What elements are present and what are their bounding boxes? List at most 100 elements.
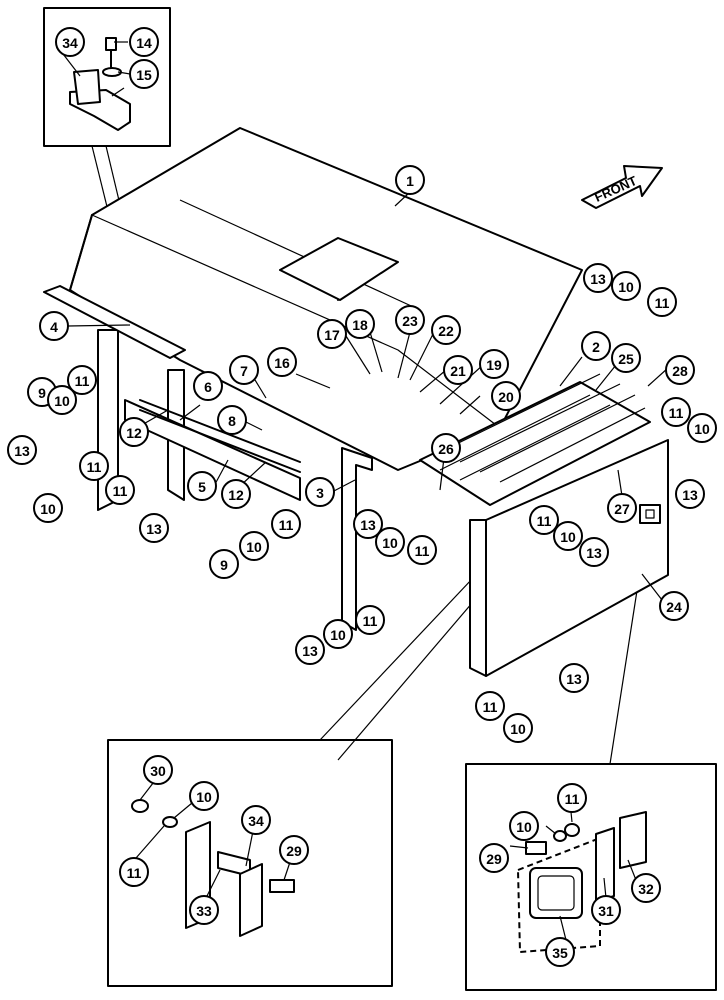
callout-c26: 26 bbox=[431, 433, 461, 463]
callout-label: 25 bbox=[618, 351, 634, 367]
callout-circle bbox=[355, 605, 385, 635]
callout-c10i: 10 bbox=[687, 413, 717, 443]
callout-circle bbox=[143, 755, 173, 785]
callout-label: 10 bbox=[196, 789, 212, 805]
callout-label: 34 bbox=[62, 35, 78, 51]
callout-circle bbox=[139, 513, 169, 543]
callout-label: 12 bbox=[228, 487, 244, 503]
callout-circle bbox=[665, 355, 695, 385]
callout-c9b: 9 bbox=[209, 549, 239, 579]
callout-circle bbox=[395, 305, 425, 335]
callout-c14: 14 bbox=[129, 27, 159, 57]
callout-c11e: 11 bbox=[407, 535, 437, 565]
callout-c19: 19 bbox=[479, 349, 509, 379]
callout-c31: 31 bbox=[591, 895, 621, 925]
callout-label: 21 bbox=[450, 363, 466, 379]
callout-c13f: 13 bbox=[559, 663, 589, 693]
callout-label: 11 bbox=[655, 295, 670, 311]
callout-c16: 16 bbox=[267, 347, 297, 377]
callout-circle bbox=[217, 405, 247, 435]
callout-c7: 7 bbox=[229, 355, 259, 385]
callout-circle bbox=[267, 347, 297, 377]
callout-label: 13 bbox=[590, 271, 606, 287]
callout-circle bbox=[503, 713, 533, 743]
callout-circle bbox=[7, 435, 37, 465]
callout-circle bbox=[557, 783, 587, 813]
callout-circle bbox=[221, 479, 251, 509]
callout-circle bbox=[443, 355, 473, 385]
callout-label: 13 bbox=[682, 487, 698, 503]
callout-c15: 15 bbox=[129, 59, 159, 89]
callout-c29a: 29 bbox=[279, 835, 309, 865]
callout-label: 10 bbox=[510, 721, 526, 737]
callout-c6: 6 bbox=[193, 371, 223, 401]
callout-c11g: 11 bbox=[529, 505, 559, 535]
callout-c10j: 10 bbox=[189, 781, 219, 811]
callout-label: 34 bbox=[248, 813, 264, 829]
callout-c23: 23 bbox=[395, 305, 425, 335]
callout-label: 11 bbox=[565, 791, 580, 807]
callout-label: 5 bbox=[198, 479, 206, 495]
callout-circle bbox=[395, 165, 425, 195]
callout-label: 11 bbox=[87, 459, 102, 475]
radiator-core bbox=[419, 373, 651, 506]
callout-c11k: 11 bbox=[119, 857, 149, 887]
callout-label: 16 bbox=[274, 355, 290, 371]
callout-circle bbox=[479, 349, 509, 379]
callout-circle bbox=[129, 27, 159, 57]
callout-circle bbox=[491, 381, 521, 411]
callout-c10k: 10 bbox=[509, 811, 539, 841]
callout-circle bbox=[105, 475, 135, 505]
callout-circle bbox=[229, 355, 259, 385]
callout-circle bbox=[39, 311, 69, 341]
callout-c30: 30 bbox=[143, 755, 173, 785]
callout-c28: 28 bbox=[665, 355, 695, 385]
callout-circle bbox=[581, 331, 611, 361]
callout-label: 10 bbox=[618, 279, 634, 295]
callout-circle bbox=[579, 537, 609, 567]
callout-c25: 25 bbox=[611, 343, 641, 373]
callout-label: 13 bbox=[302, 643, 318, 659]
callout-c11l: 11 bbox=[557, 783, 587, 813]
callout-label: 10 bbox=[54, 393, 70, 409]
callout-circle bbox=[323, 619, 353, 649]
callout-label: 10 bbox=[694, 421, 710, 437]
callout-label: 28 bbox=[672, 363, 688, 379]
callout-c11i: 11 bbox=[647, 287, 677, 317]
callout-label: 1 bbox=[406, 173, 414, 189]
callout-circle bbox=[129, 59, 159, 89]
callout-c22: 22 bbox=[431, 315, 461, 345]
callout-circle bbox=[545, 937, 575, 967]
callout-c10e: 10 bbox=[323, 619, 353, 649]
front-arrow: FRONT bbox=[581, 165, 663, 209]
callout-label: 11 bbox=[113, 483, 128, 499]
callout-label: 12 bbox=[126, 425, 142, 441]
callout-circle bbox=[431, 315, 461, 345]
callout-circle bbox=[353, 509, 383, 539]
callout-c27: 27 bbox=[607, 493, 637, 523]
callout-circle bbox=[647, 287, 677, 317]
callout-circle bbox=[479, 843, 509, 873]
callout-c21: 21 bbox=[443, 355, 473, 385]
callout-label: 13 bbox=[360, 517, 376, 533]
callout-label: 15 bbox=[136, 67, 152, 83]
callout-label: 10 bbox=[330, 627, 346, 643]
callout-circle bbox=[241, 805, 271, 835]
callout-c10h: 10 bbox=[611, 271, 641, 301]
callout-c17: 17 bbox=[317, 319, 347, 349]
callout-label: 11 bbox=[669, 405, 684, 421]
callout-label: 13 bbox=[14, 443, 30, 459]
callout-label: 32 bbox=[638, 881, 654, 897]
callout-label: 14 bbox=[136, 35, 152, 51]
callout-c11h: 11 bbox=[475, 691, 505, 721]
callout-circle bbox=[659, 591, 689, 621]
callout-label: 24 bbox=[666, 599, 682, 615]
callout-c2: 2 bbox=[581, 331, 611, 361]
callout-c10a: 10 bbox=[47, 385, 77, 415]
callout-circle bbox=[345, 309, 375, 339]
callout-c11b: 11 bbox=[79, 451, 109, 481]
callout-c18: 18 bbox=[345, 309, 375, 339]
callout-c13c: 13 bbox=[353, 509, 383, 539]
callout-circle bbox=[661, 397, 691, 427]
